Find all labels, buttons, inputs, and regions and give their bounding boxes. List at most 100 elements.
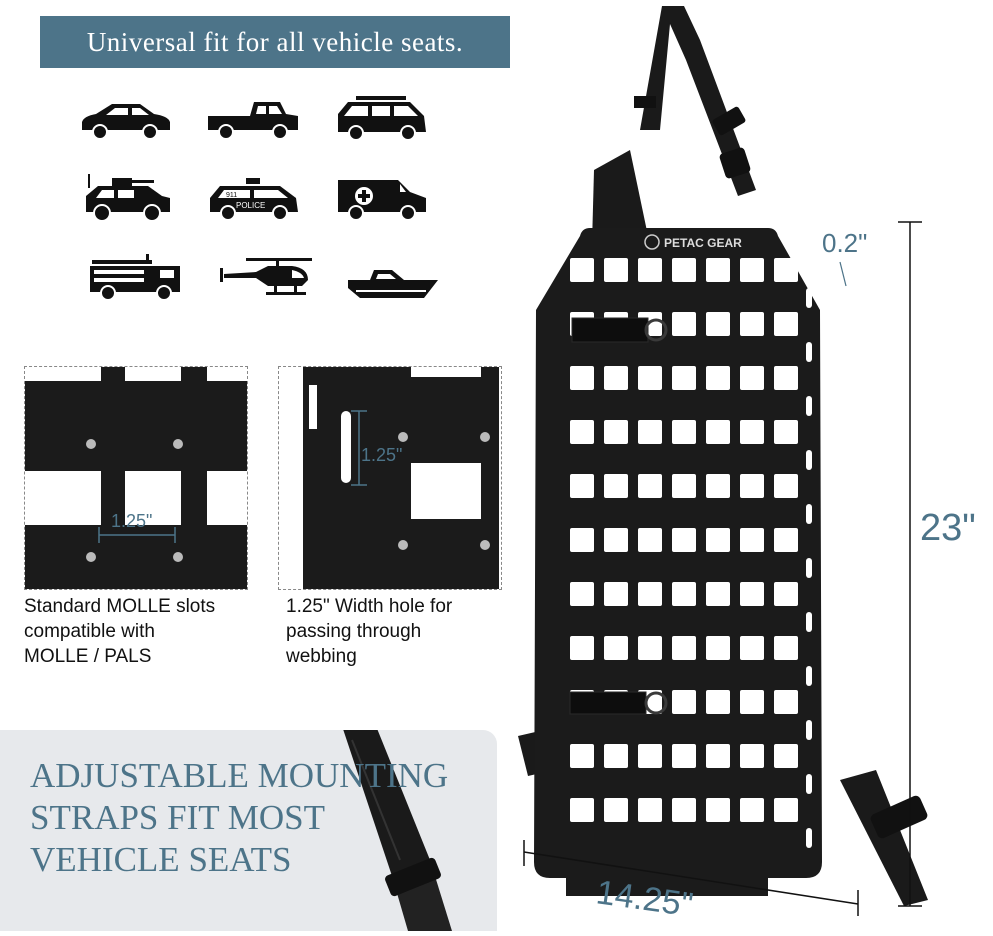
molle-caption: Standard MOLLE slots compatible with MOL…: [24, 594, 215, 669]
molle-slot: [706, 312, 730, 336]
webbing-slot: [806, 396, 812, 416]
strap-buckle-icon: [719, 147, 751, 179]
molle-slot: [672, 420, 696, 444]
molle-slot: [672, 744, 696, 768]
molle-panel-image: PETAC GEAR 0.2" 23" 14.25": [518, 6, 976, 924]
fire-truck-icon: [88, 252, 184, 304]
military-vehicle-icon: [78, 172, 174, 224]
molle-slot: [740, 312, 764, 336]
molle-slot: [570, 744, 594, 768]
molle-slot: [638, 420, 662, 444]
molle-slot: [774, 366, 798, 390]
width-hole-caption-line: 1.25" Width hole for: [286, 596, 453, 617]
molle-slot: [672, 582, 696, 606]
molle-slot-detail: 1.25": [24, 366, 248, 590]
molle-slot: [774, 636, 798, 660]
sedan-icon: [78, 92, 174, 144]
molle-slot: [706, 258, 730, 282]
molle-slot: [672, 258, 696, 282]
width-hole-caption-line: passing through: [286, 621, 422, 642]
pickup-truck-icon: [206, 92, 302, 144]
webbing-slot: [806, 612, 812, 632]
thickness-label: 0.2": [822, 228, 867, 258]
molle-slot: [604, 258, 628, 282]
molle-slot: [604, 744, 628, 768]
straps-callout-line: STRAPS FIT MOST: [30, 798, 326, 837]
webbing-slot: [806, 450, 812, 470]
molle-slot: [570, 420, 594, 444]
molle-slot: [604, 798, 628, 822]
boat-icon: [344, 252, 440, 304]
strap-buckle-icon: [634, 96, 656, 108]
webbing-slot: [806, 720, 812, 740]
molle-slot: [706, 528, 730, 552]
thickness-dimension-line: [839, 261, 847, 287]
headline-banner: Universal fit for all vehicle seats.: [40, 16, 510, 68]
molle-slot: [604, 366, 628, 390]
molle-slot: [740, 744, 764, 768]
ambulance-icon: [334, 172, 430, 224]
molle-slot: [706, 366, 730, 390]
molle-slot: [774, 690, 798, 714]
brand-logo-icon: [644, 234, 660, 250]
molle-slot: [740, 636, 764, 660]
width-hole-detail: 1.25": [278, 366, 502, 590]
straps-callout-line: VEHICLE SEATS: [30, 840, 292, 879]
police-badge-text: POLICE: [236, 201, 265, 210]
strap-buckle-icon: [712, 106, 746, 136]
molle-slot: [740, 528, 764, 552]
webbing-slot: [806, 828, 812, 848]
molle-slot: [706, 636, 730, 660]
molle-slot: [774, 582, 798, 606]
molle-slot: [706, 798, 730, 822]
molle-slot: [604, 636, 628, 660]
brand-name: PETAC GEAR: [664, 236, 742, 250]
molle-slot: [706, 474, 730, 498]
strap-closeup-image: [343, 730, 452, 931]
molle-slot: [740, 690, 764, 714]
webbing-slot: [806, 288, 812, 308]
suv-icon: [334, 92, 430, 144]
molle-caption-line: MOLLE / PALS: [24, 646, 152, 667]
molle-slot: [774, 474, 798, 498]
molle-slot: [740, 420, 764, 444]
webbing-slot: [806, 342, 812, 362]
molle-caption-line: compatible with: [24, 621, 155, 642]
police-car-icon: 911 POLICE: [206, 172, 302, 224]
width-dimension-line: [523, 851, 859, 905]
molle-measure-label: 1.25": [111, 511, 152, 531]
molle-slot: [774, 744, 798, 768]
width-hole-caption-line: webbing: [286, 646, 357, 667]
panel-body: [534, 228, 822, 896]
molle-slot: [672, 474, 696, 498]
molle-slot: [774, 528, 798, 552]
d-ring-icon: [644, 691, 668, 715]
molle-slot: [740, 366, 764, 390]
molle-slot: [706, 582, 730, 606]
molle-caption-line: Standard MOLLE slots: [24, 596, 216, 617]
d-ring-icon: [644, 318, 668, 342]
width-hole-measure-label: 1.25": [361, 445, 402, 465]
velcro-strap-top: [571, 317, 649, 343]
molle-slot: [672, 366, 696, 390]
side-buckle-icon: [870, 795, 928, 839]
webbing-slot: [806, 558, 812, 578]
molle-slot: [706, 690, 730, 714]
molle-slot: [638, 798, 662, 822]
molle-slot: [672, 636, 696, 660]
molle-slot: [570, 258, 594, 282]
molle-slot: [570, 636, 594, 660]
width-hole-caption: 1.25" Width hole for passing through web…: [286, 594, 452, 669]
seat-back-panel-product: PETAC GEAR 0.2" 23" 14.25": [510, 0, 993, 931]
vehicle-icon-grid: 911 POLICE: [78, 92, 448, 312]
molle-slot: [672, 798, 696, 822]
molle-slot: [638, 258, 662, 282]
molle-slot: [740, 582, 764, 606]
molle-slot: [638, 582, 662, 606]
webbing-slot: [806, 666, 812, 686]
molle-slot: [672, 528, 696, 552]
molle-slot: [774, 798, 798, 822]
molle-slot: [570, 528, 594, 552]
molle-slot: [570, 366, 594, 390]
side-strap-left: [592, 150, 648, 244]
